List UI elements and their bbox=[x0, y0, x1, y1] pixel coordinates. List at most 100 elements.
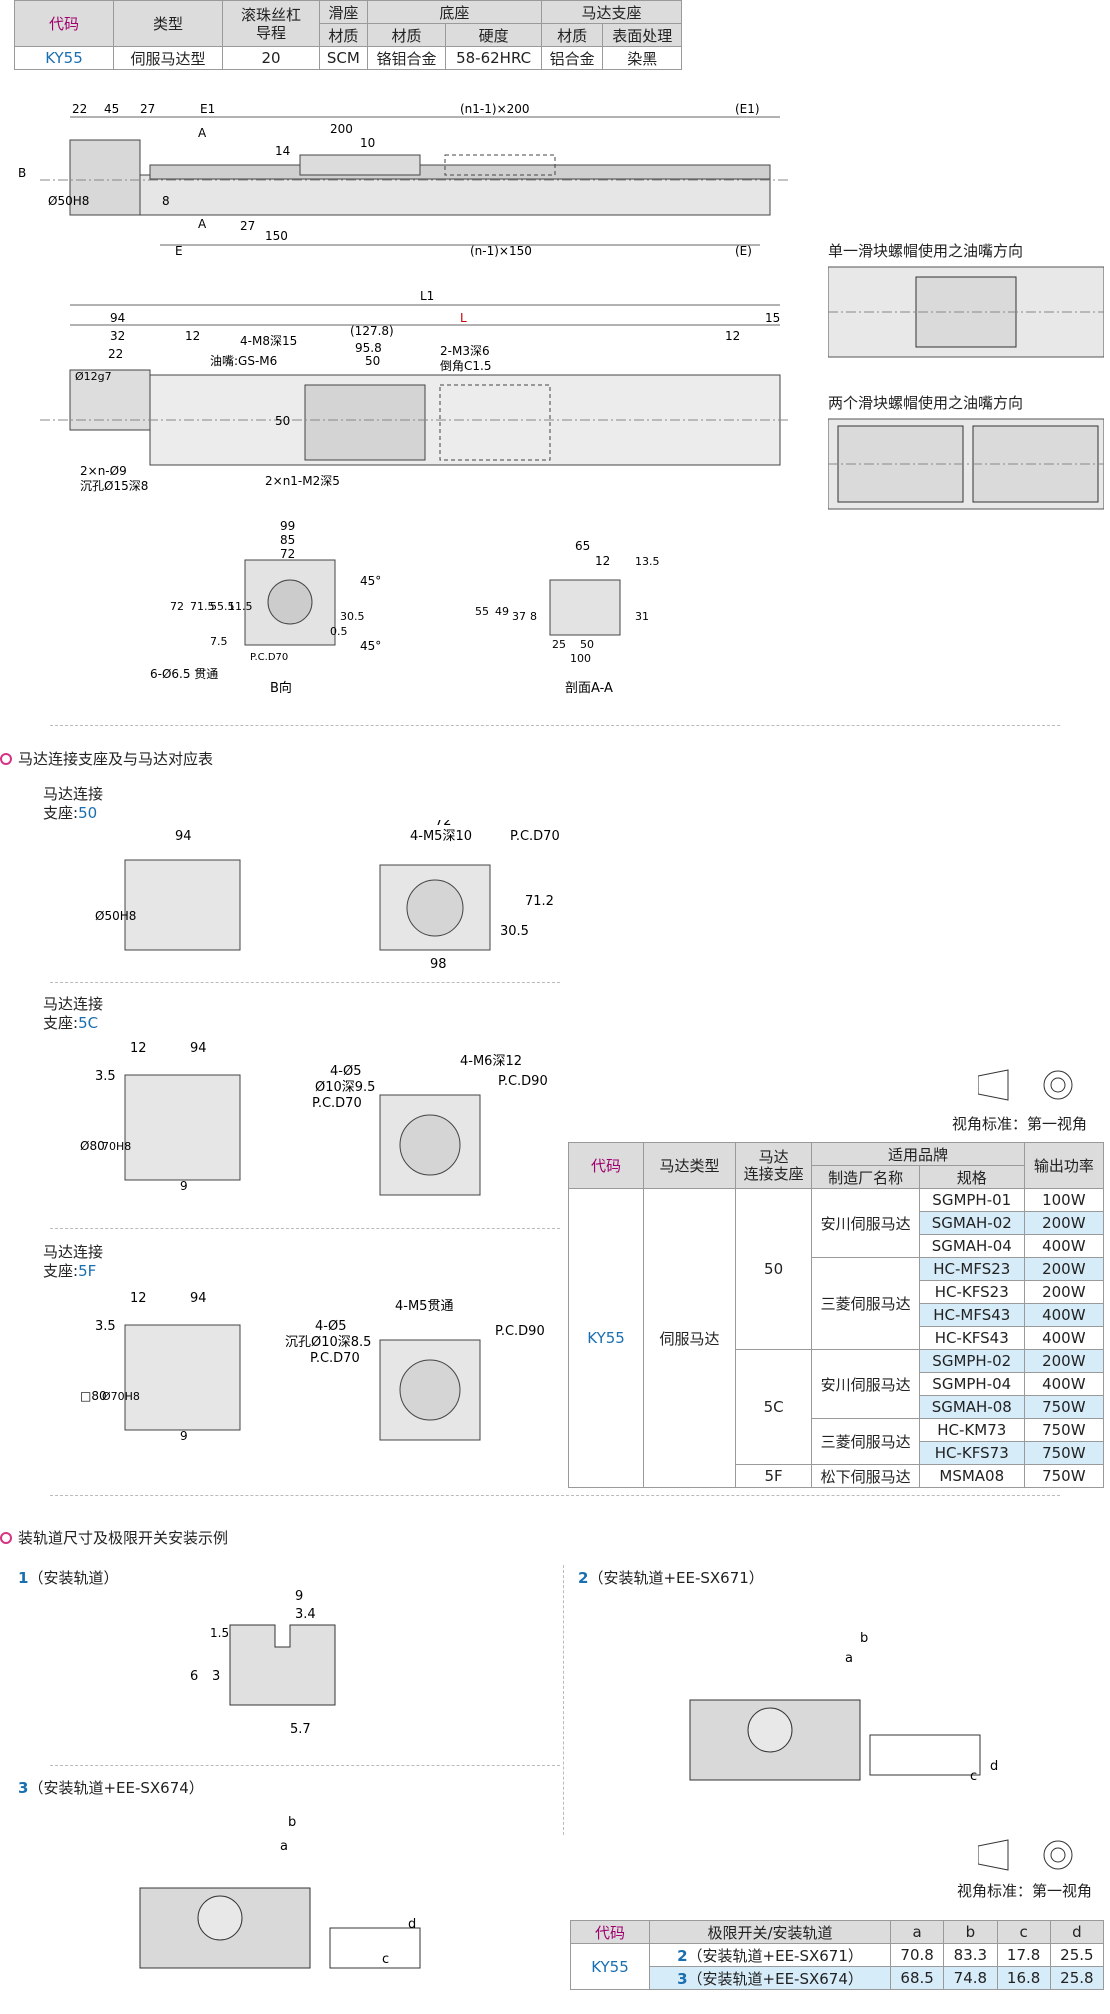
dim-e1: E1 bbox=[200, 102, 215, 116]
motor-block-50-label: 马达连接 支座:50 bbox=[43, 785, 104, 822]
st-h-code: 代码 bbox=[570, 1920, 650, 1944]
dim-95: 95.8 bbox=[355, 341, 382, 355]
dim-127: (127.8) bbox=[350, 324, 394, 338]
mt-model: HC-KFS23 bbox=[918, 1280, 1025, 1304]
st-r1-a: 70.8 bbox=[889, 1943, 945, 1967]
m5c-m6: 4-M6深12 bbox=[460, 1054, 522, 1069]
b-view-section-drawing: 99 85 72 45° 45° 72 71.5 55.5 11.5 7.5 3… bbox=[150, 520, 660, 696]
s-dim-13: 13.5 bbox=[635, 555, 660, 568]
mt-power: 750W bbox=[1023, 1464, 1105, 1488]
s674-a: a bbox=[280, 1839, 288, 1854]
st-h-b: b bbox=[943, 1920, 998, 1944]
st-h-switch: 极限开关/安装轨道 bbox=[649, 1920, 891, 1944]
dim-10: 10 bbox=[360, 136, 375, 150]
st-h-a: a bbox=[889, 1920, 945, 1944]
mt-h-seat: 马达 连接支座 bbox=[734, 1142, 813, 1189]
spec-h-code: 代码 bbox=[14, 0, 114, 47]
m5c-d10: Ø10深9.5 bbox=[315, 1080, 375, 1095]
m5f-counter: 沉孔Ø10深8.5 bbox=[285, 1335, 371, 1350]
spec-h-base-mat: 材质 bbox=[366, 23, 447, 47]
label-m3: 2-M3深6 bbox=[440, 344, 490, 358]
label-a-bottom: A bbox=[198, 217, 207, 231]
mt-maker: 三菱伺服马达 bbox=[811, 1257, 920, 1350]
label-counter: 沉孔Ø15深8 bbox=[80, 479, 148, 493]
mt-h-model: 规格 bbox=[918, 1165, 1025, 1189]
m50-m5: 4-M5深10 bbox=[410, 829, 472, 844]
b-dim-45a: 45° bbox=[360, 574, 381, 588]
switch-table: 代码 极限开关/安装轨道 a b c d KY55 2（安装轨道+EE-SX67… bbox=[570, 1920, 1105, 1990]
m5f-d70: Ø70H8 bbox=[102, 1390, 140, 1403]
dim-22b: 22 bbox=[108, 347, 123, 361]
label-m8: 4-M8深15 bbox=[240, 334, 297, 348]
mt-motor-type: 伺服马达 bbox=[643, 1188, 736, 1488]
m5c-9: 9 bbox=[180, 1179, 188, 1193]
first-angle-icon bbox=[978, 1069, 1073, 1101]
b-dim-05: 0.5 bbox=[330, 625, 348, 638]
mt-power: 400W bbox=[1023, 1372, 1105, 1396]
label-chamfer: 倒角C1.5 bbox=[440, 359, 491, 373]
m5f-3.5: 3.5 bbox=[95, 1319, 116, 1334]
mt-h-type: 马达类型 bbox=[643, 1142, 736, 1189]
mt-model: HC-KM73 bbox=[918, 1418, 1025, 1442]
mt-model: SGMPH-02 bbox=[918, 1349, 1025, 1373]
rail-section-title: 装轨道尺寸及极限开关安装示例 bbox=[0, 1527, 228, 1548]
b-dim-45b: 45° bbox=[360, 639, 381, 653]
st-r2-c: 16.8 bbox=[996, 1966, 1051, 1990]
divider-1 bbox=[50, 725, 1060, 726]
dim-12a: 12 bbox=[185, 329, 200, 343]
motor-block-5c-label: 马达连接 支座:5C bbox=[43, 995, 104, 1032]
motor-block-5c-drawing: 12 94 3.5 Ø80 70H8 9 4-Ø5 Ø10深9.5 P.C.D7… bbox=[80, 1041, 548, 1196]
mt-model: SGMPH-04 bbox=[918, 1372, 1025, 1396]
spec-surface: 染黑 bbox=[602, 46, 682, 70]
m5f-sq80: □80 bbox=[80, 1389, 107, 1403]
b-dim-85: 85 bbox=[280, 533, 295, 547]
dim-150: 150 bbox=[265, 229, 288, 243]
m5c-70: 70H8 bbox=[102, 1140, 131, 1153]
s674-d: d bbox=[408, 1917, 416, 1932]
label-d50: Ø50H8 bbox=[48, 194, 89, 208]
mt-power: 400W bbox=[1023, 1303, 1105, 1327]
spec-code: KY55 bbox=[14, 46, 114, 70]
double-oil-drawing bbox=[828, 418, 1104, 510]
dim-n1-200: (n1-1)×200 bbox=[460, 102, 530, 116]
spec-h-slider-mat: 材质 bbox=[319, 23, 368, 47]
b-pcd70: P.C.D70 bbox=[250, 652, 288, 663]
dim-14: 14 bbox=[275, 144, 290, 158]
mt-model: SGMAH-02 bbox=[918, 1211, 1025, 1235]
dim-l1: L1 bbox=[420, 289, 434, 303]
m5c-holes: 4-Ø5 bbox=[330, 1064, 361, 1079]
mt-seat: 5C bbox=[734, 1349, 813, 1465]
dim-27b: 27 bbox=[240, 219, 255, 233]
mt-maker: 松下伺服马达 bbox=[811, 1464, 920, 1488]
s-dim-65: 65 bbox=[575, 539, 590, 553]
st-r1-d: 25.5 bbox=[1049, 1943, 1105, 1967]
dim-50b: 50 bbox=[275, 414, 290, 428]
b-dim-71: 71.5 bbox=[190, 600, 215, 613]
mt-model: HC-MFS43 bbox=[918, 1303, 1025, 1327]
mt-model: HC-KFS73 bbox=[918, 1441, 1025, 1465]
mt-model: SGMPH-01 bbox=[918, 1188, 1025, 1212]
s674-c: c bbox=[382, 1952, 389, 1967]
mt-power: 750W bbox=[1023, 1441, 1105, 1465]
m5f-94: 94 bbox=[190, 1291, 207, 1306]
m5c-pcd90: P.C.D90 bbox=[498, 1074, 548, 1089]
mt-h-brand: 适用品牌 bbox=[811, 1142, 1025, 1166]
dim-e: E bbox=[175, 244, 183, 258]
rail-item-3: 3（安装轨道+EE-SX674） bbox=[18, 1779, 204, 1797]
s-dim-8: 8 bbox=[530, 610, 537, 623]
mt-power: 200W bbox=[1023, 1257, 1105, 1281]
spec-h-screw: 滚珠丝杠 导程 bbox=[222, 0, 320, 47]
rail-dim-9: 9 bbox=[295, 1589, 303, 1604]
spec-h-base: 底座 bbox=[366, 0, 542, 24]
single-oil-drawing bbox=[828, 266, 1104, 358]
spec-h-slider: 滑座 bbox=[319, 0, 368, 24]
m5f-m5: 4-M5贯通 bbox=[395, 1299, 453, 1314]
dim-200: 200 bbox=[330, 122, 353, 136]
rail-dim-5.7: 5.7 bbox=[290, 1722, 311, 1737]
